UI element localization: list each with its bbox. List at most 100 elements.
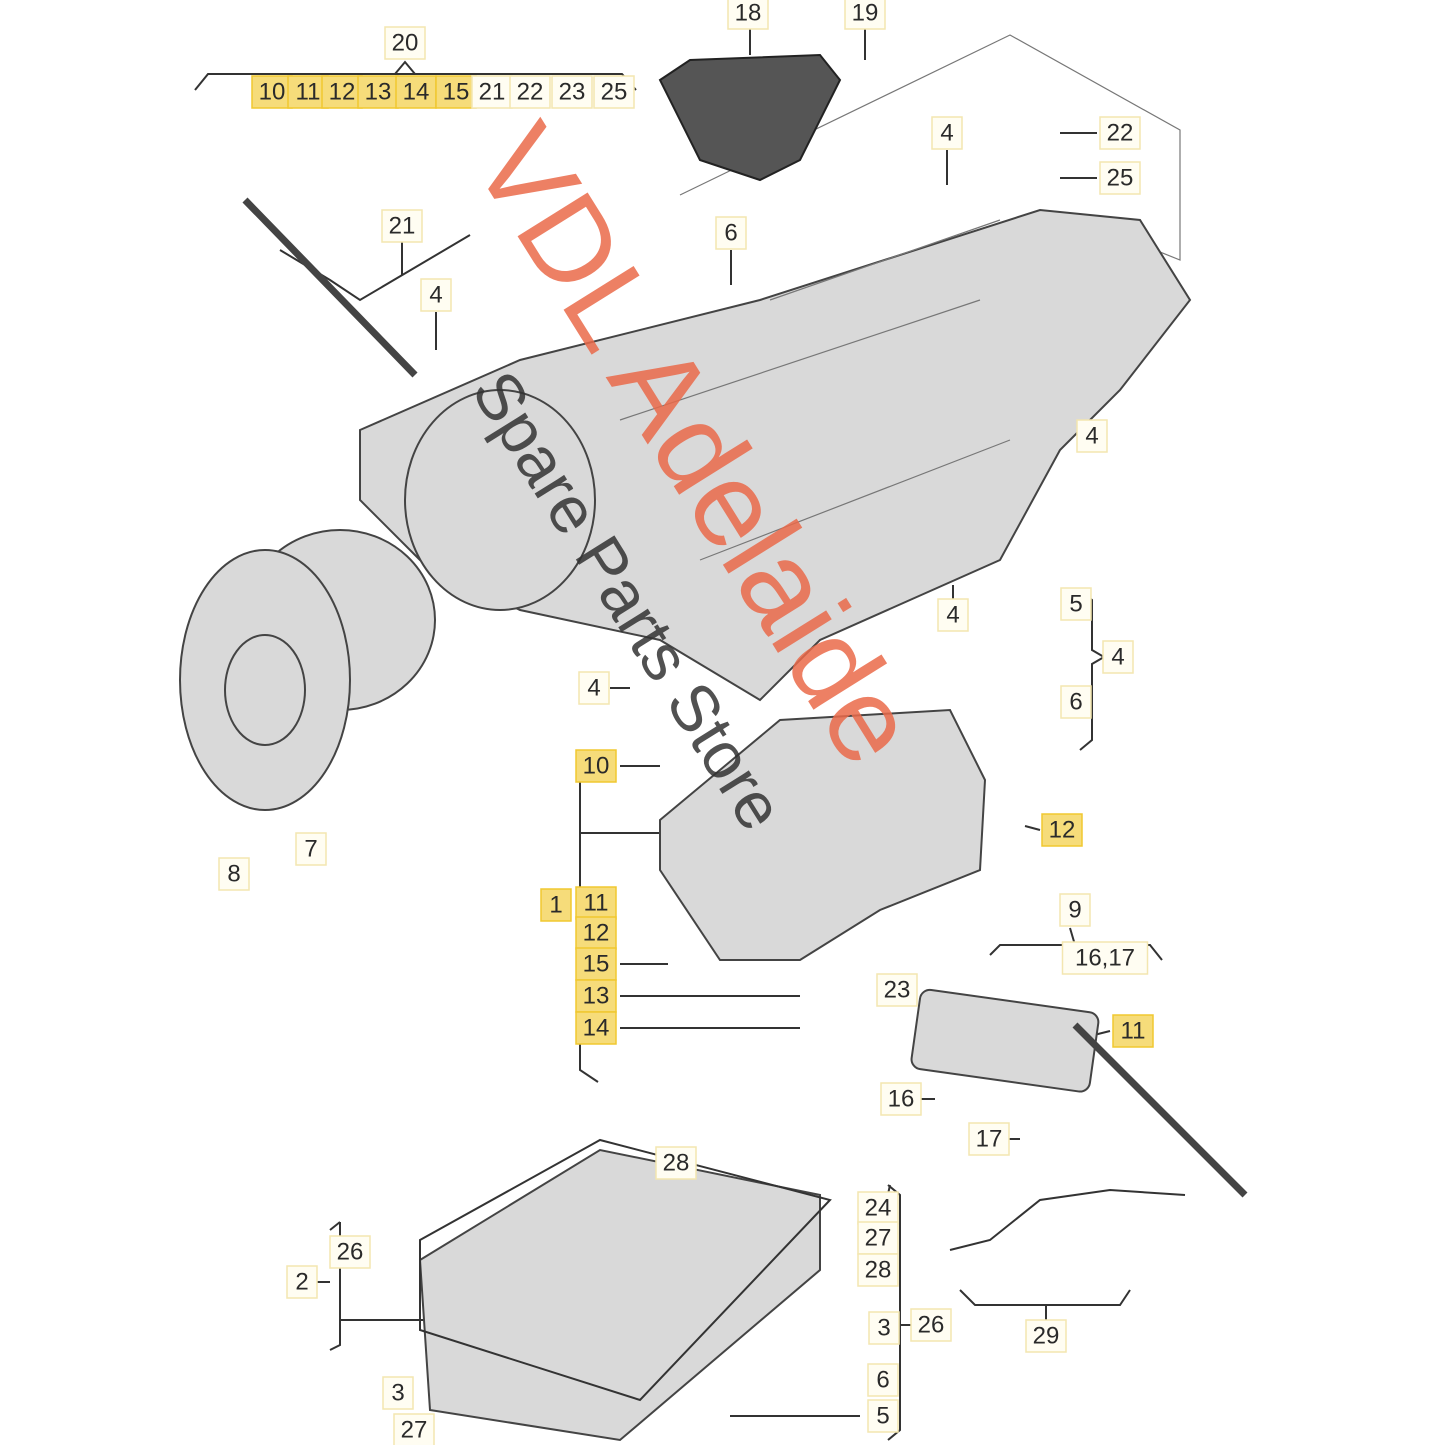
oil-pan-cover [658, 53, 842, 182]
callout-box [575, 979, 617, 1013]
callout-box [868, 1311, 900, 1345]
callout-box [295, 832, 327, 866]
oil-pan [418, 1138, 832, 1442]
callout-label: 25 [601, 79, 628, 106]
callout-label: 12 [329, 79, 356, 106]
transmission-housing [359, 208, 1192, 702]
valve-body [659, 708, 987, 961]
callout-label: 12 [583, 920, 610, 947]
callout-box [471, 75, 513, 109]
callout-label: 4 [1111, 644, 1124, 671]
callout-box [384, 26, 426, 60]
callout-box [575, 1011, 617, 1045]
callout-label: 4 [940, 120, 953, 147]
callout-box [329, 1235, 371, 1269]
callout-label: 26 [918, 1312, 945, 1339]
callout-box [420, 278, 452, 312]
callout-box [857, 1221, 899, 1255]
callout-label: 6 [876, 1367, 889, 1394]
callout-label: 15 [583, 951, 610, 978]
callout-label: 1 [549, 892, 562, 919]
callout-label: 5 [1069, 591, 1082, 618]
callout-label: 29 [1033, 1323, 1060, 1350]
callout-label: 22 [1107, 120, 1134, 147]
callout-box [540, 888, 572, 922]
callout-label: 4 [1085, 423, 1098, 450]
callout-label: 4 [587, 675, 600, 702]
callout-label: 13 [583, 983, 610, 1010]
torque-converter [179, 529, 436, 811]
callout-label: 27 [865, 1225, 892, 1252]
callout-box [867, 1363, 899, 1397]
callout-box [1102, 640, 1134, 674]
callout-label: 21 [389, 213, 416, 240]
wiring-harness [949, 1188, 1186, 1251]
callout-box [880, 1082, 922, 1116]
callout-label: 15 [443, 79, 470, 106]
callout-label: 7 [304, 836, 317, 863]
callout-box [575, 916, 617, 950]
callout-box [393, 1413, 435, 1445]
callout-label: 6 [724, 220, 737, 247]
callout-box [876, 973, 918, 1007]
callout-label: 10 [583, 753, 610, 780]
callout-box [218, 857, 250, 891]
callout-label: 19 [852, 0, 879, 27]
callout-label: 8 [227, 861, 240, 888]
actuator [910, 988, 1100, 1093]
callout-label: 27 [401, 1417, 428, 1444]
callout-label: 24 [865, 1195, 892, 1222]
callout-box [727, 0, 769, 30]
callout-label: 14 [583, 1015, 610, 1042]
callout-box [1025, 1319, 1067, 1353]
callout-label: 20 [392, 30, 419, 57]
callout-box [1099, 116, 1141, 150]
callout-label: 3 [877, 1315, 890, 1342]
callout-box [857, 1253, 899, 1287]
callout-box [381, 209, 423, 243]
callout-label: 4 [429, 282, 442, 309]
callout-box [593, 75, 635, 109]
callout-box [435, 75, 477, 109]
callout-box [910, 1308, 952, 1342]
callout-box [251, 75, 293, 109]
callout-box [575, 749, 617, 783]
callout-box [286, 1265, 318, 1299]
callout-box [931, 116, 963, 150]
callout-box [1099, 161, 1141, 195]
callout-label: 17 [976, 1126, 1003, 1153]
callout-label: 25 [1107, 165, 1134, 192]
callout-label: 5 [876, 1403, 889, 1430]
callout-label: 28 [663, 1150, 690, 1177]
callout-box [968, 1122, 1010, 1156]
callout-box [1060, 685, 1092, 719]
callout-label: 6 [1069, 689, 1082, 716]
callout-box [575, 947, 617, 981]
callout-box [844, 0, 886, 30]
callout-box [578, 671, 610, 705]
callout-label: 4 [946, 602, 959, 629]
callout-label: 23 [559, 79, 586, 106]
callout-label: 21 [479, 79, 506, 106]
callout-box [1060, 587, 1092, 621]
callout-box [509, 75, 551, 109]
callout-box [1041, 813, 1083, 847]
callout-label: 18 [735, 0, 762, 27]
callout-box [655, 1146, 697, 1180]
callout-label: 16,17 [1075, 945, 1135, 972]
callout-label: 10 [259, 79, 286, 106]
callout-label: 14 [403, 79, 430, 106]
callout-label: 23 [884, 977, 911, 1004]
callout-label: 11 [584, 890, 609, 917]
callout-label: 13 [365, 79, 392, 106]
callout-label: 12 [1049, 817, 1076, 844]
callout-box [867, 1399, 899, 1433]
callout-box [382, 1376, 414, 1410]
callout-label: 3 [391, 1380, 404, 1407]
callout-box [395, 75, 437, 109]
callout-box [1112, 1014, 1154, 1048]
callout-label: 28 [865, 1257, 892, 1284]
callout-box [1059, 893, 1091, 927]
